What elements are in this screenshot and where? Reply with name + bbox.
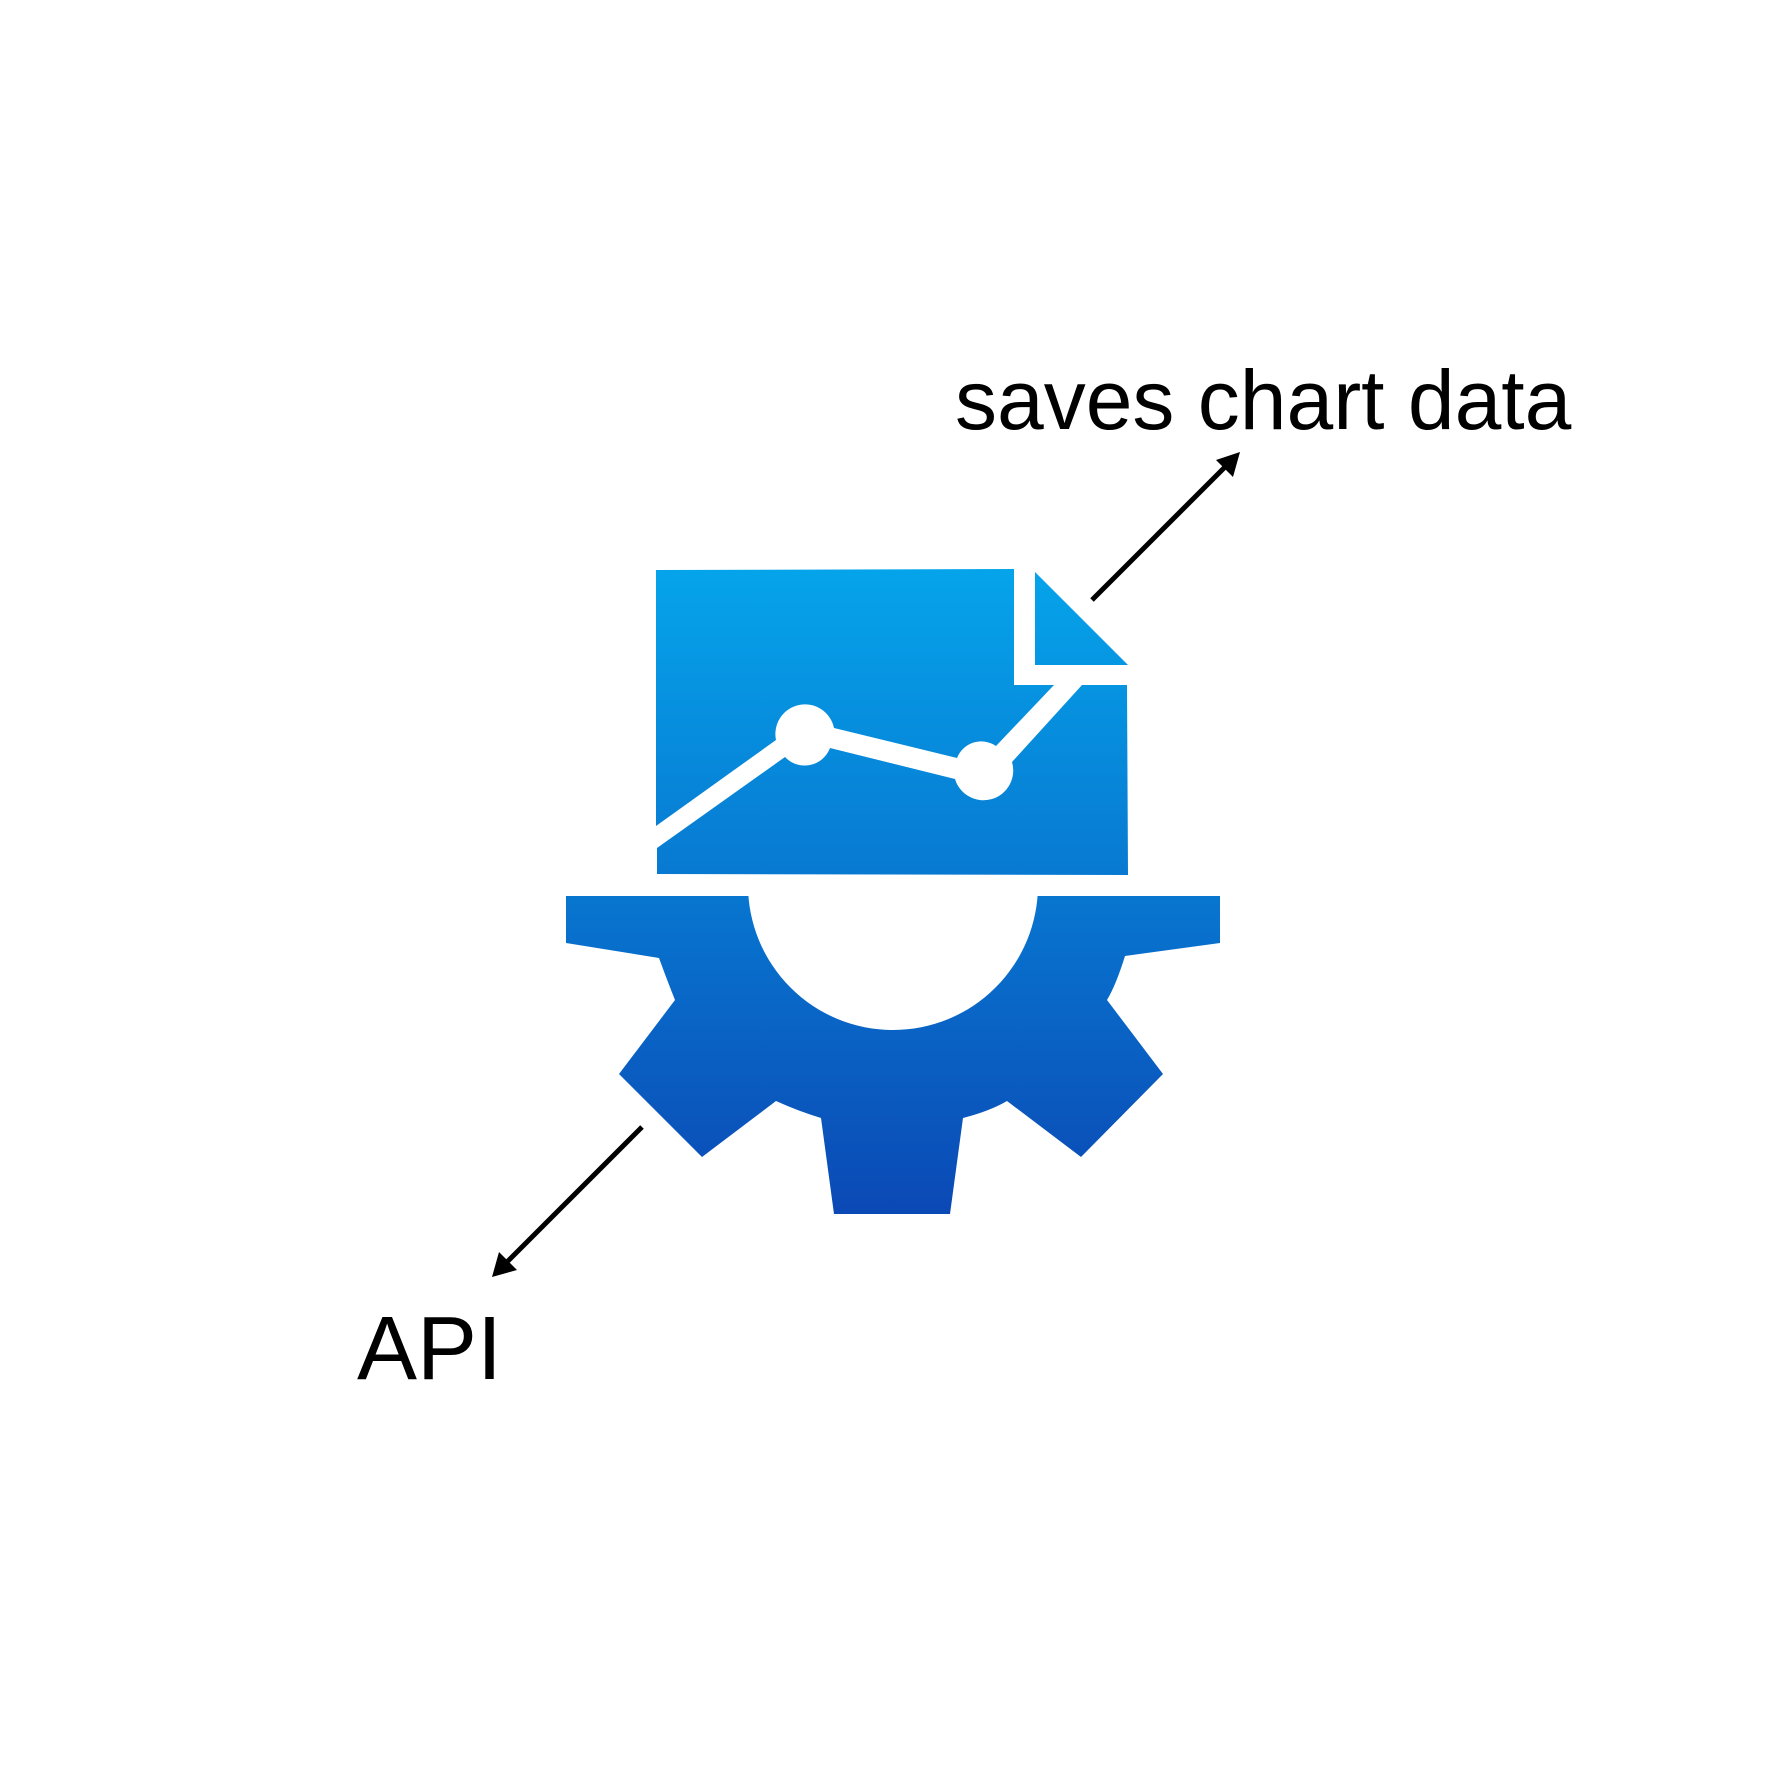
chart-document-icon xyxy=(656,569,1128,875)
chart-document-gear-icon xyxy=(566,569,1220,1214)
output-label: saves chart data xyxy=(955,353,1572,447)
output-arrowhead xyxy=(1216,452,1240,477)
chart-point-1 xyxy=(786,716,822,752)
input-label: API xyxy=(357,1299,503,1399)
input-arrowhead xyxy=(492,1252,517,1277)
output-arrow xyxy=(1090,452,1240,602)
chart-point-2 xyxy=(965,756,1001,792)
gear-icon xyxy=(566,896,1220,1214)
input-arrow xyxy=(492,1125,644,1277)
